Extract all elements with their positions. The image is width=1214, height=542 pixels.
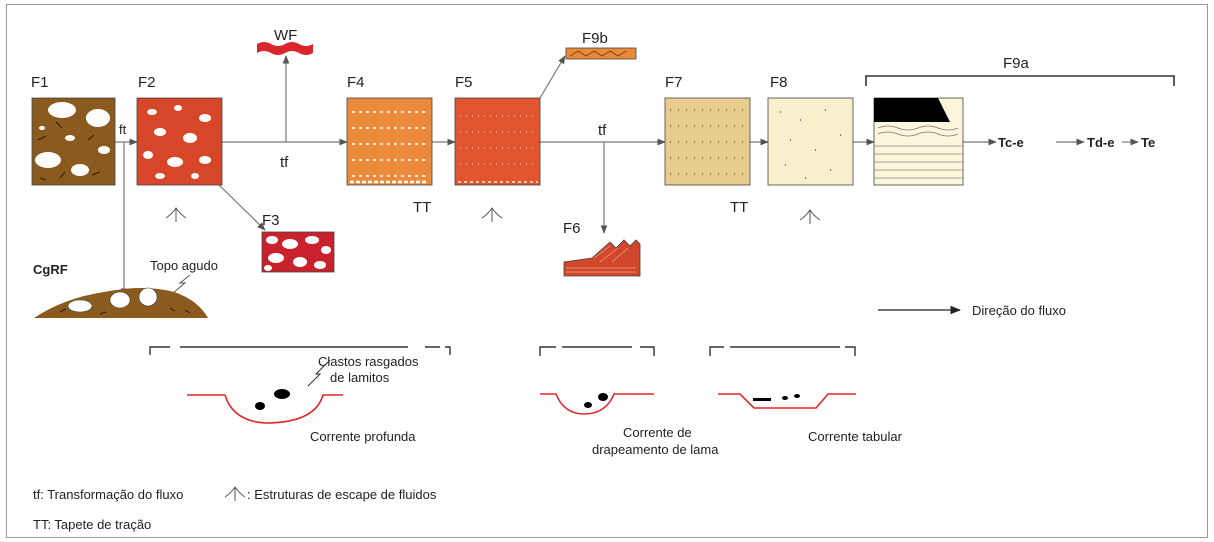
label-f6: F6 bbox=[563, 220, 581, 237]
label-f5: F5 bbox=[455, 74, 473, 91]
label-tf-1: tf bbox=[280, 154, 289, 171]
label-tt-2: TT bbox=[730, 199, 748, 216]
label-td-e: Td-e bbox=[1087, 135, 1114, 150]
label-f3: F3 bbox=[262, 212, 280, 229]
facies-f6-block bbox=[563, 239, 641, 277]
escape-structure-f8-icon bbox=[799, 209, 821, 224]
label-wf: WF bbox=[274, 27, 297, 44]
facies-f2-block bbox=[136, 97, 223, 186]
label-f4: F4 bbox=[347, 74, 365, 91]
channel-tabular-group: Corrente tabular bbox=[709, 346, 903, 444]
label-f1: F1 bbox=[31, 74, 49, 91]
escape-structure-f2-icon bbox=[165, 207, 187, 222]
label-f9b: F9b bbox=[582, 30, 608, 47]
escape-structure-f5-icon bbox=[481, 207, 503, 222]
label-corrente-profunda: Corrente profunda bbox=[310, 429, 416, 444]
figure-frame bbox=[6, 4, 1208, 538]
label-corrente-tabular: Corrente tabular bbox=[808, 429, 903, 444]
legend-escape: : Estruturas de escape de fluidos bbox=[247, 487, 437, 502]
label-tc-e: Tc-e bbox=[998, 135, 1024, 150]
label-drape-line2: drapeamento de lama bbox=[592, 442, 719, 457]
channel-deep-group: Clastos rasgados de lamitos Corrente pro… bbox=[149, 346, 451, 444]
label-te: Te bbox=[1141, 135, 1155, 150]
label-ft: ft bbox=[119, 122, 127, 137]
label-f9a: F9a bbox=[1003, 55, 1030, 72]
label-clastos-line1: Clastos rasgados bbox=[318, 354, 419, 369]
facies-wf-block bbox=[257, 42, 313, 55]
legend-tt: TT: Tapete de tração bbox=[33, 517, 151, 532]
facies-f3-block bbox=[261, 231, 335, 273]
facies-f9a-block bbox=[873, 97, 964, 186]
facies-f7-block bbox=[664, 97, 751, 186]
f9a-bracket bbox=[865, 75, 1175, 86]
label-clastos-line2: de lamitos bbox=[330, 370, 390, 385]
label-tf-2: tf bbox=[598, 122, 607, 139]
label-f2: F2 bbox=[138, 74, 156, 91]
escape-structure-legend-icon bbox=[224, 486, 246, 501]
label-f8: F8 bbox=[770, 74, 788, 91]
facies-cgrf-mound bbox=[34, 287, 208, 318]
label-cgrf: CgRF bbox=[33, 262, 68, 277]
facies-f4-block bbox=[346, 97, 433, 186]
label-flow-direction: Direção do fluxo bbox=[972, 303, 1066, 318]
legend-tf: tf: Transformação do fluxo bbox=[33, 487, 183, 502]
label-topo-agudo: Topo agudo bbox=[150, 258, 218, 273]
facies-f5-block bbox=[454, 97, 541, 186]
label-f7: F7 bbox=[665, 74, 683, 91]
facies-f1-block bbox=[31, 97, 116, 186]
facies-f9b-block bbox=[565, 47, 637, 60]
label-drape-line1: Corrente de bbox=[623, 425, 692, 440]
label-tt-1: TT bbox=[413, 199, 431, 216]
facies-f8-block bbox=[767, 97, 854, 186]
channel-drape-group: Corrente de drapeamento de lama bbox=[539, 346, 719, 457]
flow-connectors bbox=[115, 55, 1139, 297]
